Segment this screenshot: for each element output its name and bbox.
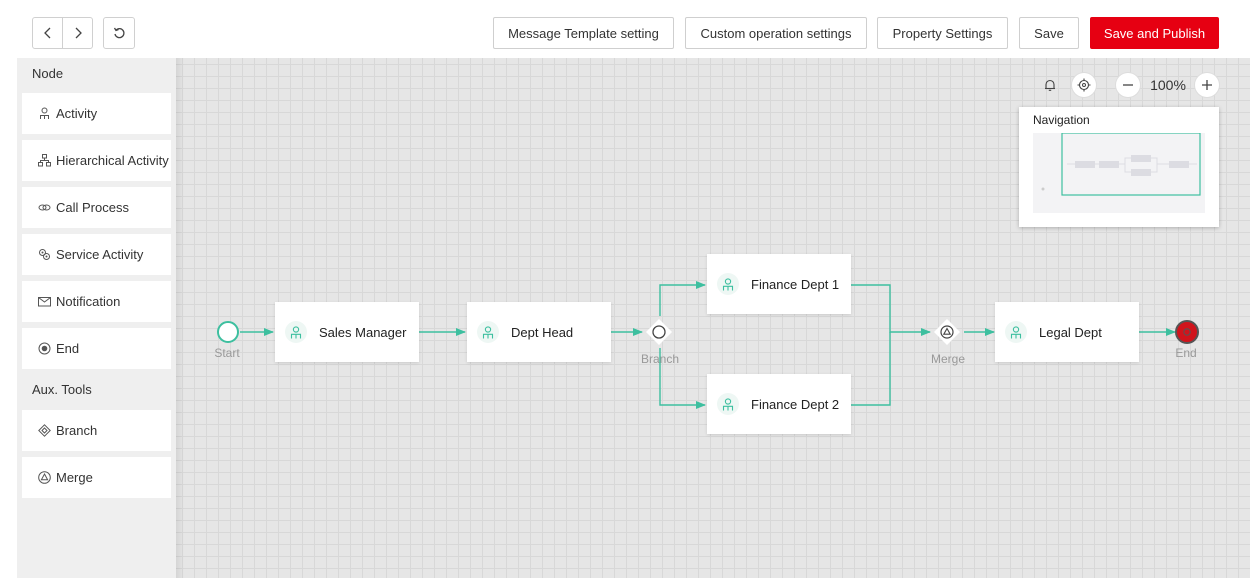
node-finance-dept-2[interactable]: Finance Dept 2 — [707, 374, 851, 434]
end-label: End — [1175, 346, 1197, 360]
merge-label: Merge — [930, 352, 965, 366]
palette-item-label: Notification — [56, 294, 121, 309]
history-nav-group — [32, 17, 93, 49]
person-icon — [285, 321, 307, 343]
node-legal-dept[interactable]: Legal Dept — [995, 302, 1139, 362]
end-event[interactable] — [1175, 320, 1199, 344]
merge-icon — [38, 471, 51, 484]
custom-operation-button[interactable]: Custom operation settings — [685, 17, 867, 49]
mail-icon — [38, 295, 51, 308]
back-button[interactable] — [33, 18, 62, 48]
top-toolbar: Message Template setting Custom operatio… — [0, 0, 1250, 58]
locate-button[interactable] — [1072, 73, 1096, 97]
person-icon — [477, 321, 499, 343]
chevron-left-icon — [43, 27, 51, 39]
person-icon — [38, 107, 51, 120]
gears-icon — [38, 248, 51, 261]
crosshair-icon — [1077, 78, 1091, 92]
plus-icon — [1202, 80, 1212, 90]
node-sales-manager[interactable]: Sales Manager — [275, 302, 419, 362]
refresh-button[interactable] — [103, 17, 135, 49]
branch-label: Branch — [640, 352, 680, 366]
zoom-in-button[interactable] — [1195, 73, 1219, 97]
node-finance-dept-1[interactable]: Finance Dept 1 — [707, 254, 851, 314]
person-icon — [717, 273, 739, 295]
palette-item-label: Merge — [56, 470, 93, 485]
node-dept-head[interactable]: Dept Head — [467, 302, 611, 362]
diamond-icon — [38, 424, 51, 437]
palette-item-end[interactable]: End — [22, 328, 171, 369]
canvas-divider-shadow — [176, 58, 184, 578]
palette-item-notification[interactable]: Notification — [22, 281, 171, 322]
refresh-icon — [113, 27, 125, 38]
link-icon — [38, 201, 51, 214]
zoom-level: 100% — [1150, 77, 1186, 93]
palette-item-merge[interactable]: Merge — [22, 457, 171, 498]
node-label: Legal Dept — [1039, 324, 1102, 340]
property-settings-button[interactable]: Property Settings — [877, 17, 1008, 49]
zoom-out-button[interactable] — [1116, 73, 1140, 97]
palette-item-label: End — [56, 341, 80, 356]
palette-item-label: Call Process — [56, 200, 129, 215]
save-button[interactable]: Save — [1019, 17, 1079, 49]
palette-item-label: Branch — [56, 423, 98, 438]
save-publish-button[interactable]: Save and Publish — [1090, 17, 1219, 49]
aux-section-title: Aux. Tools — [32, 382, 92, 397]
palette-item-service-activity[interactable]: Service Activity — [22, 234, 171, 275]
navigation-minimap[interactable] — [1033, 132, 1205, 213]
message-template-button[interactable]: Message Template setting — [493, 17, 674, 49]
palette-item-label: Service Activity — [56, 247, 144, 262]
merge-gateway[interactable] — [933, 318, 961, 346]
branch-gateway[interactable] — [645, 318, 673, 346]
palette-item-hierarchical-activity[interactable]: Hierarchical Activity — [22, 140, 171, 181]
node-label: Sales Manager — [319, 324, 407, 340]
palette-item-label: Hierarchical Activity — [56, 153, 169, 168]
palette-item-label: Activity — [56, 106, 98, 121]
navigation-title: Navigation — [1033, 113, 1090, 127]
end-circle-icon — [38, 342, 51, 355]
end-stop-icon — [1183, 328, 1191, 336]
bell-icon — [1045, 79, 1055, 91]
navigation-panel: Navigation — [1019, 107, 1219, 227]
node-label: Dept Head — [511, 324, 574, 340]
person-icon — [1005, 321, 1027, 343]
start-label: Start — [214, 346, 240, 360]
node-label: Finance Dept 2 — [751, 396, 840, 412]
palette-item-activity[interactable]: Activity — [22, 93, 171, 134]
node-section-title: Node — [32, 66, 64, 81]
minus-icon — [1123, 84, 1133, 86]
forward-button[interactable] — [62, 18, 92, 48]
chevron-right-icon — [75, 27, 82, 39]
palette-item-call-process[interactable]: Call Process — [22, 187, 171, 228]
notification-bell-button[interactable] — [1038, 73, 1062, 97]
person-icon — [717, 393, 739, 415]
start-event[interactable] — [217, 321, 239, 343]
palette-item-branch[interactable]: Branch — [22, 410, 171, 451]
node-label: Finance Dept 1 — [751, 276, 840, 292]
node-palette: Node Activity Hierarchical Activity Call… — [17, 58, 176, 578]
hierarchy-icon — [38, 154, 51, 167]
minimap-preview — [1041, 132, 1201, 196]
